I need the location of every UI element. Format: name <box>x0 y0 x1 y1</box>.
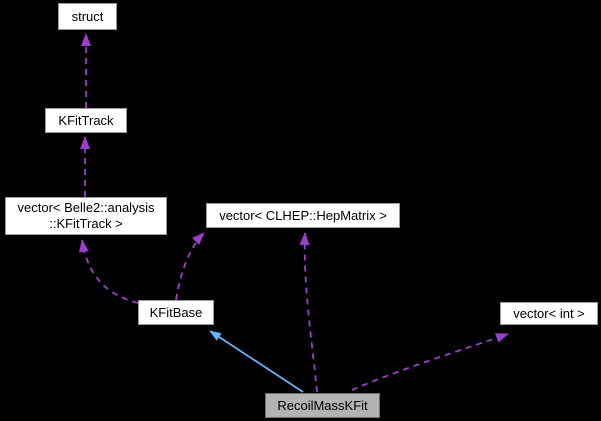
node-vector-int[interactable]: vector< int > <box>500 302 598 325</box>
edge-recoilmasskfit-to-vector-int <box>351 333 509 391</box>
edge-recoilmasskfit-to-vector-hepmatrix <box>299 232 318 393</box>
edge-kfitbase-to-vector-belle2 <box>78 239 139 304</box>
node-recoilmasskfit[interactable]: RecoilMassKFit <box>265 393 380 418</box>
node-kfittrack[interactable]: KFitTrack <box>45 108 127 133</box>
node-kfitbase[interactable]: KFitBase <box>138 300 214 325</box>
edge-recoilmasskfit-to-kfitbase <box>209 330 304 393</box>
node-label-line1: vector< Belle2::analysis <box>17 200 155 216</box>
node-label-line2: ::KFitTrack > <box>49 216 123 231</box>
node-vector-belle2-kfittrack[interactable]: vector< Belle2::analysis ::KFitTrack > <box>5 197 167 235</box>
node-vector-clhep-hepmatrix[interactable]: vector< CLHEP::HepMatrix > <box>206 203 400 228</box>
edge-kfitbase-to-vector-hepmatrix <box>175 232 205 301</box>
node-struct[interactable]: struct <box>58 3 117 30</box>
